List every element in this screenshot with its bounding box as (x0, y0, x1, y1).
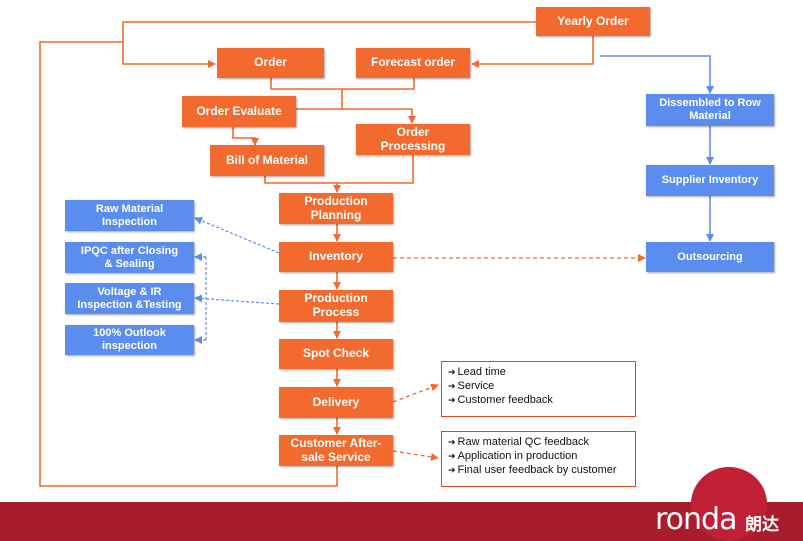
note-raw-material-qc: Raw material QC feedback (448, 436, 629, 450)
footer-bar (0, 502, 803, 541)
edge-yearly-to-order (122, 21, 536, 68)
note-application-in-production: Application in production (448, 450, 629, 464)
edge-processing-down (337, 155, 414, 184)
node-dissembled-to-row-material: Dissembled to Row Material (646, 94, 774, 126)
blue-connectors (600, 55, 714, 242)
edge-delivery-to-notes (392, 383, 439, 403)
orange-dashed-connectors (392, 254, 646, 461)
node-order-evaluate: Order Evaluate (182, 96, 296, 127)
node-ipqc-after-closing: IPQC after Closing & Sealing (65, 242, 194, 273)
delivery-notes-box: Lead time Service Customer feedback (441, 361, 636, 417)
edge-process-to-voltage (194, 294, 280, 305)
node-yearly-order: Yearly Order (536, 7, 650, 36)
note-service: Service (448, 380, 629, 394)
logo-chinese-text: 朗达 (745, 515, 779, 535)
after-sale-notes-box: Raw material QC feedback Application in … (441, 431, 636, 487)
node-raw-material-inspection: Raw Material Inspection (65, 200, 194, 231)
note-customer-feedback: Customer feedback (448, 394, 629, 408)
note-final-user-feedback: Final user feedback by customer (448, 464, 629, 478)
node-inventory: Inventory (279, 242, 393, 272)
node-order: Order (217, 48, 324, 78)
node-order-processing: Order Processing (356, 124, 470, 155)
edge-aftersale-to-notes (392, 450, 439, 461)
node-delivery: Delivery (279, 387, 393, 418)
edge-inventory-to-raw-inspection (194, 217, 280, 254)
blue-dashed-connectors (194, 217, 280, 344)
edge-order-merge (270, 78, 415, 90)
node-bill-of-material: Bill of Material (210, 145, 324, 176)
node-customer-after-sale: Customer After- sale Service (279, 435, 393, 466)
node-forecast-order: Forecast order (356, 48, 470, 78)
edge-bom-down (264, 176, 337, 184)
node-production-process: Production Process (279, 290, 393, 322)
note-lead-time: Lead time (448, 366, 629, 380)
node-outsourcing: Outsourcing (646, 242, 774, 272)
node-supplier-inventory: Supplier Inventory (646, 165, 774, 196)
node-production-planning: Production Planning (279, 193, 393, 224)
edge-evaluate-to-bom (232, 127, 259, 146)
edge-yearly-to-dissembled (600, 55, 714, 94)
node-voltage-ir-inspection: Voltage & IR Inspection &Testing (65, 283, 194, 314)
node-outlook-inspection: 100% Outlook inspection (65, 325, 194, 355)
logo-wordmark: ronda (655, 502, 737, 537)
logo-emblem (691, 467, 767, 541)
node-spot-check: Spot Check (279, 339, 393, 369)
edge-yearly-to-forecast (471, 36, 594, 68)
edge-feedback-loop (39, 41, 338, 487)
